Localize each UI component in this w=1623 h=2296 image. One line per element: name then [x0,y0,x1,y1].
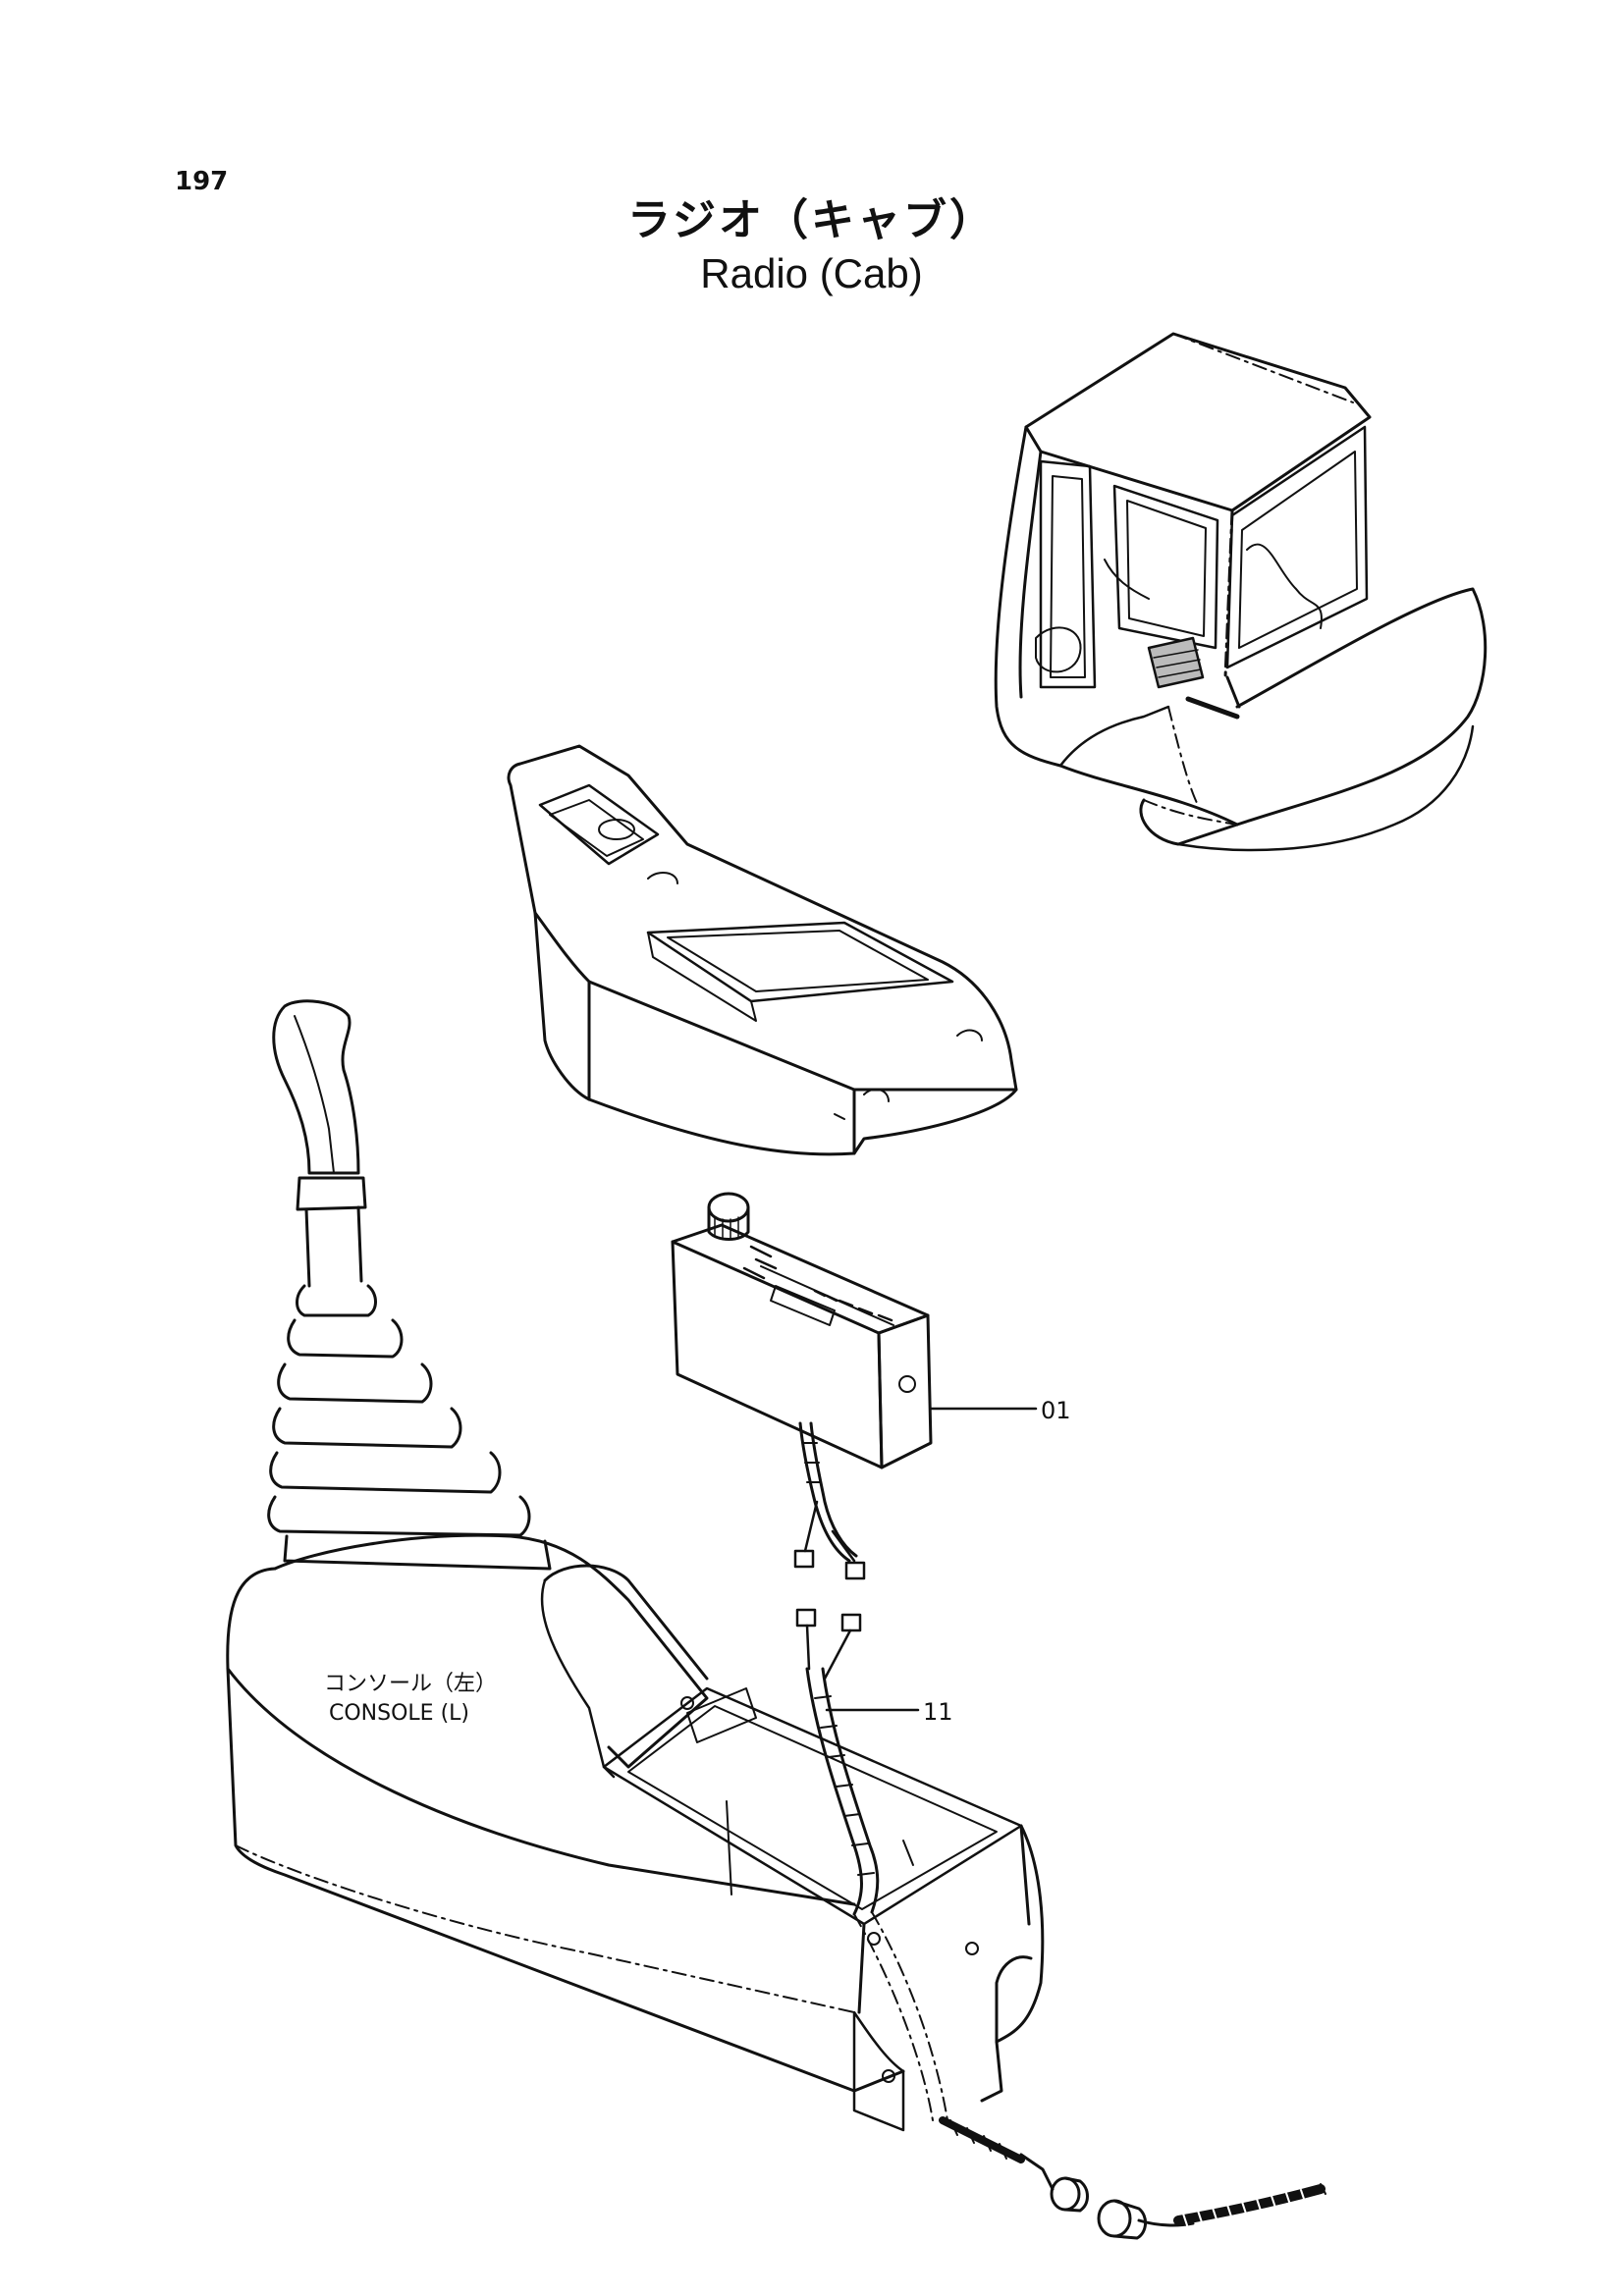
callout-01: 01 [1041,1397,1071,1424]
console-label-jp: コンソール（左） [324,1672,497,1696]
title-english: Radio (Cab) [700,250,923,296]
cab-illustration [994,332,1488,852]
page-number: 197 [175,167,229,196]
console-top-cover [507,744,1018,1156]
callout-11: 11 [923,1698,953,1726]
console-label-en: CONSOLE (L) [329,1701,469,1726]
console-left-illustration [226,999,1326,2240]
radio-unit [671,1192,1038,1681]
title-japanese: ラジオ（キャブ） [626,195,997,245]
